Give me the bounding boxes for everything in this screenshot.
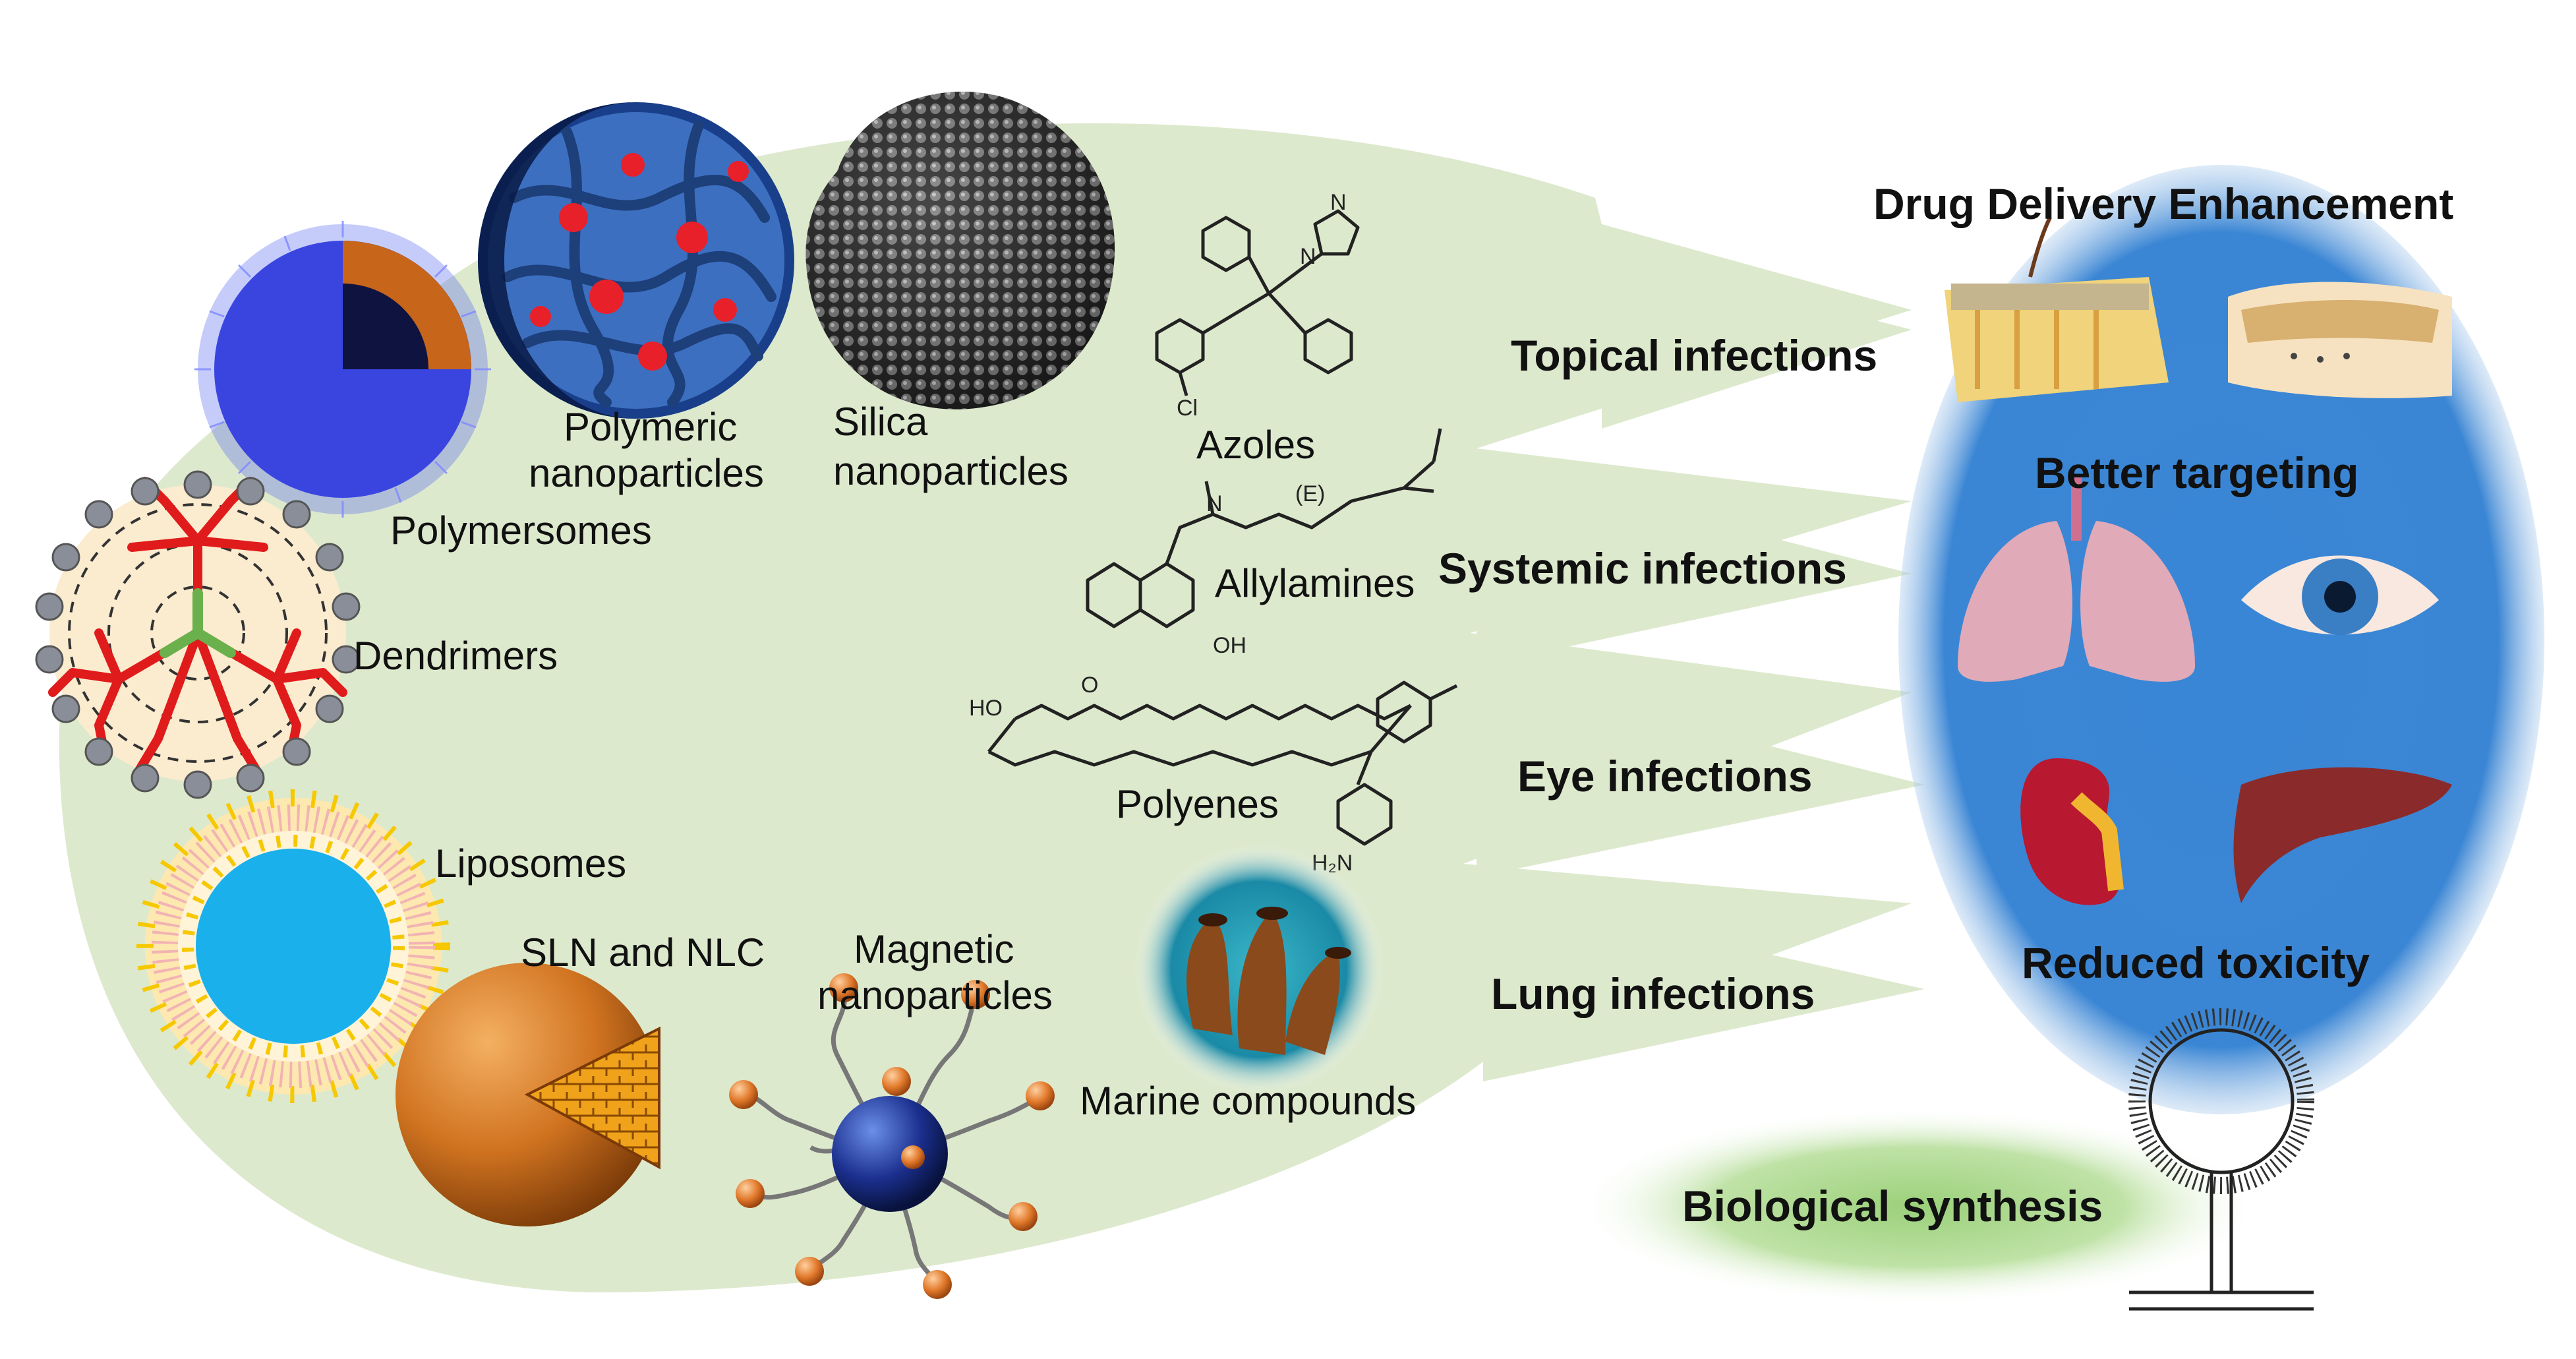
silica-label-line1: Silica: [833, 400, 928, 444]
azoles-label: Azoles: [1196, 423, 1315, 467]
eye-image: [2241, 555, 2439, 635]
azole-structure: Cl N N: [1155, 190, 1360, 421]
sln-nlc-illustration: [395, 963, 660, 1226]
chlorine-atom-label: Cl: [1177, 396, 1198, 421]
systemic-infections-label: Systemic infections: [1438, 544, 1847, 593]
polyenes-label: Polyenes: [1116, 782, 1279, 826]
liposomes-label: Liposomes: [435, 841, 626, 886]
reduced-toxicity-label: Reduced toxicity: [2022, 938, 2370, 987]
magnetic-label-line1: Magnetic: [854, 927, 1014, 971]
lungs-image: [1958, 475, 2195, 682]
silica-label-line2: nanoparticles: [833, 449, 1068, 493]
silica-nanoparticle-illustration: [805, 92, 1115, 409]
fungal-structure-illustration: [2128, 1008, 2314, 1311]
oxygen-label: O: [1081, 673, 1098, 698]
allylamine-structure: N (E): [1086, 428, 1442, 628]
biological-synthesis-label: Biological synthesis: [1682, 1182, 2103, 1230]
polymeric-label-line2: nanoparticles: [529, 451, 764, 495]
allylamines-label: Allylamines: [1215, 561, 1415, 605]
dendrimers-label: Dendrimers: [353, 634, 558, 678]
e-isomer-label: (E): [1295, 481, 1325, 506]
sln-nlc-label: SLN and NLC: [521, 930, 765, 975]
magnetic-nanoparticle-illustration: [729, 973, 1055, 1299]
topical-infections-label: Topical infections: [1511, 331, 1877, 380]
biological-synthesis-highlight: [1575, 1108, 2261, 1306]
liposome-illustration: [136, 789, 450, 1103]
marine-compounds-label: Marine compounds: [1080, 1079, 1416, 1123]
skin-tissue-image: [1945, 216, 2169, 402]
polymeric-label-line1: Polymeric: [564, 405, 737, 449]
polyene-structure: OH O HO H₂N: [969, 633, 1458, 876]
dendrimer-illustration: [35, 470, 361, 799]
amine-n-label: N: [1206, 491, 1223, 516]
liver-image: [2233, 767, 2452, 903]
magnetic-label-line2: nanoparticles: [817, 973, 1053, 1017]
eye-infections-label: Eye infections: [1517, 752, 1812, 800]
better-targeting-label: Better targeting: [2035, 448, 2358, 497]
marine-compounds-photo: [1134, 844, 1384, 1095]
hydroxyl-label: OH: [1213, 633, 1246, 658]
drug-delivery-enhancement-title: Drug Delivery Enhancement: [1873, 179, 2453, 228]
polymersome-illustration: [194, 221, 491, 518]
nail-tissue-image: [2228, 282, 2452, 398]
ho-label: HO: [969, 696, 1003, 721]
kidney-image: [2020, 758, 2124, 905]
polymersomes-label: Polymersomes: [390, 508, 652, 553]
imidazole-n2-label: N: [1300, 244, 1316, 269]
lung-infections-label: Lung infections: [1491, 969, 1815, 1018]
imidazole-n-label: N: [1330, 190, 1347, 215]
polymeric-nanoparticle-illustration: [478, 102, 794, 419]
